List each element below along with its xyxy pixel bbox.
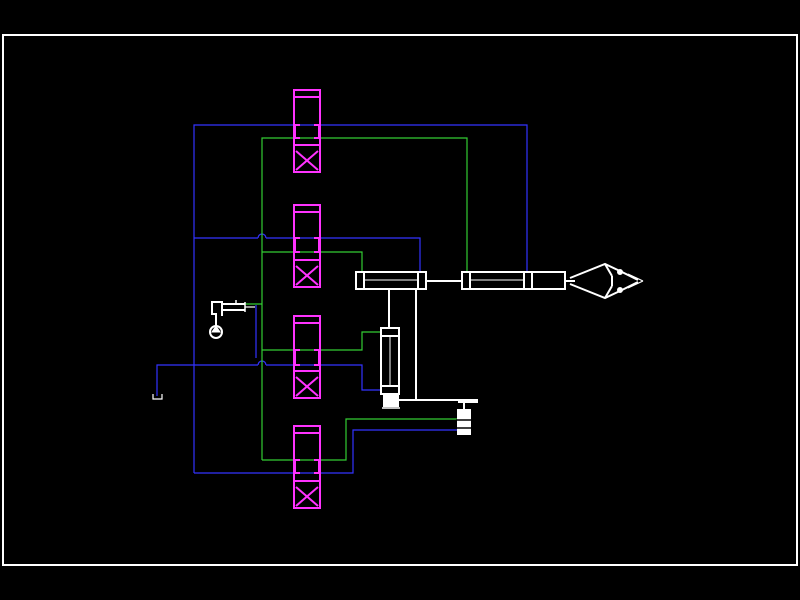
directional-valves <box>293 89 321 509</box>
horizontal-cylinder-left[interactable] <box>355 271 427 290</box>
reservoir <box>152 394 163 400</box>
horizontal-cylinder-right[interactable] <box>461 271 566 290</box>
directional-valve-2[interactable] <box>293 204 321 288</box>
directional-valve-4[interactable] <box>293 425 321 509</box>
directional-valve-1[interactable] <box>293 89 321 173</box>
mechanism <box>152 262 644 435</box>
gripper[interactable] <box>565 262 644 300</box>
directional-valve-3[interactable] <box>293 315 321 399</box>
drawing-frame <box>2 34 798 566</box>
pump[interactable] <box>209 300 255 339</box>
vertical-cylinder[interactable] <box>380 327 400 409</box>
pressure-regulator[interactable] <box>456 401 478 435</box>
return-lines <box>230 137 468 461</box>
pressure-lines <box>156 124 528 474</box>
